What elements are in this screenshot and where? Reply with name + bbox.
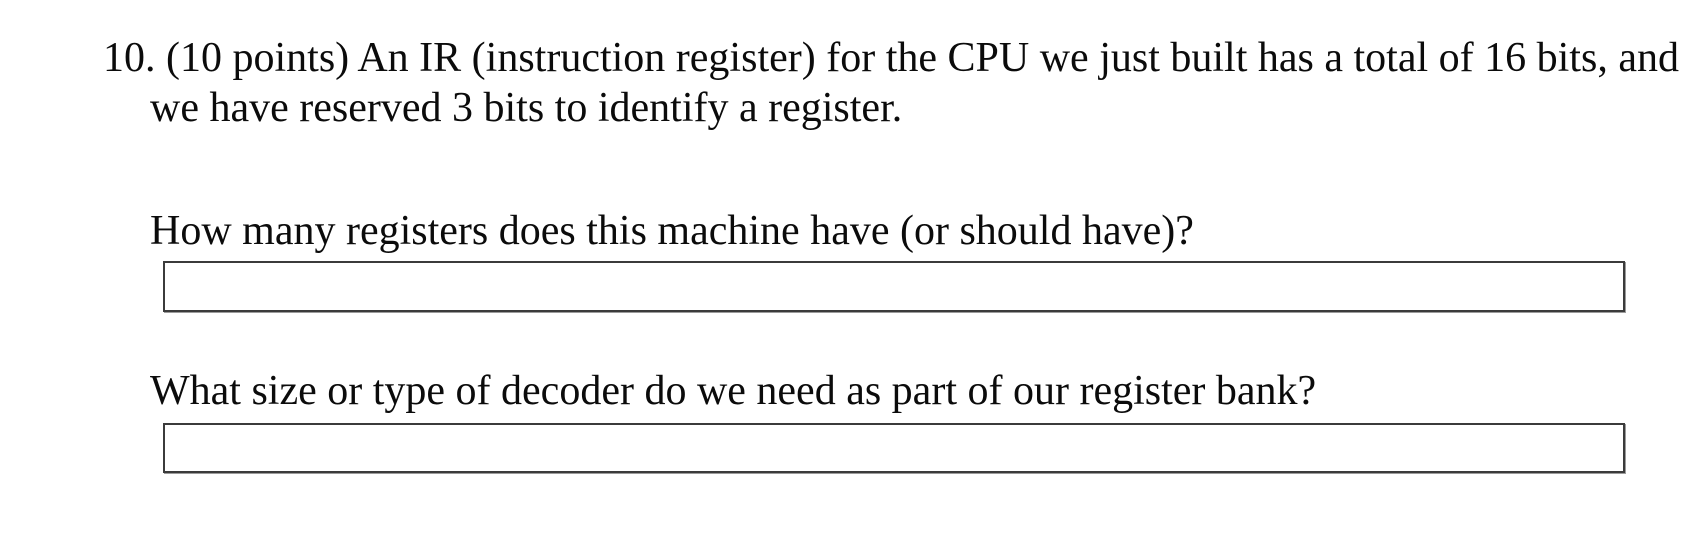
question-prompt-text: (10 points) An IR (instruction register)… bbox=[150, 35, 1679, 131]
subquestion-1-label: How many registers does this machine hav… bbox=[150, 208, 1194, 254]
answer-input-1[interactable] bbox=[163, 261, 1625, 312]
question-statement: 10. (10 points) An IR (instruction regis… bbox=[103, 33, 1680, 133]
answer-input-2[interactable] bbox=[163, 423, 1625, 473]
question-number: 10. bbox=[103, 35, 156, 81]
subquestion-2-label: What size or type of decoder do we need … bbox=[150, 368, 1317, 414]
